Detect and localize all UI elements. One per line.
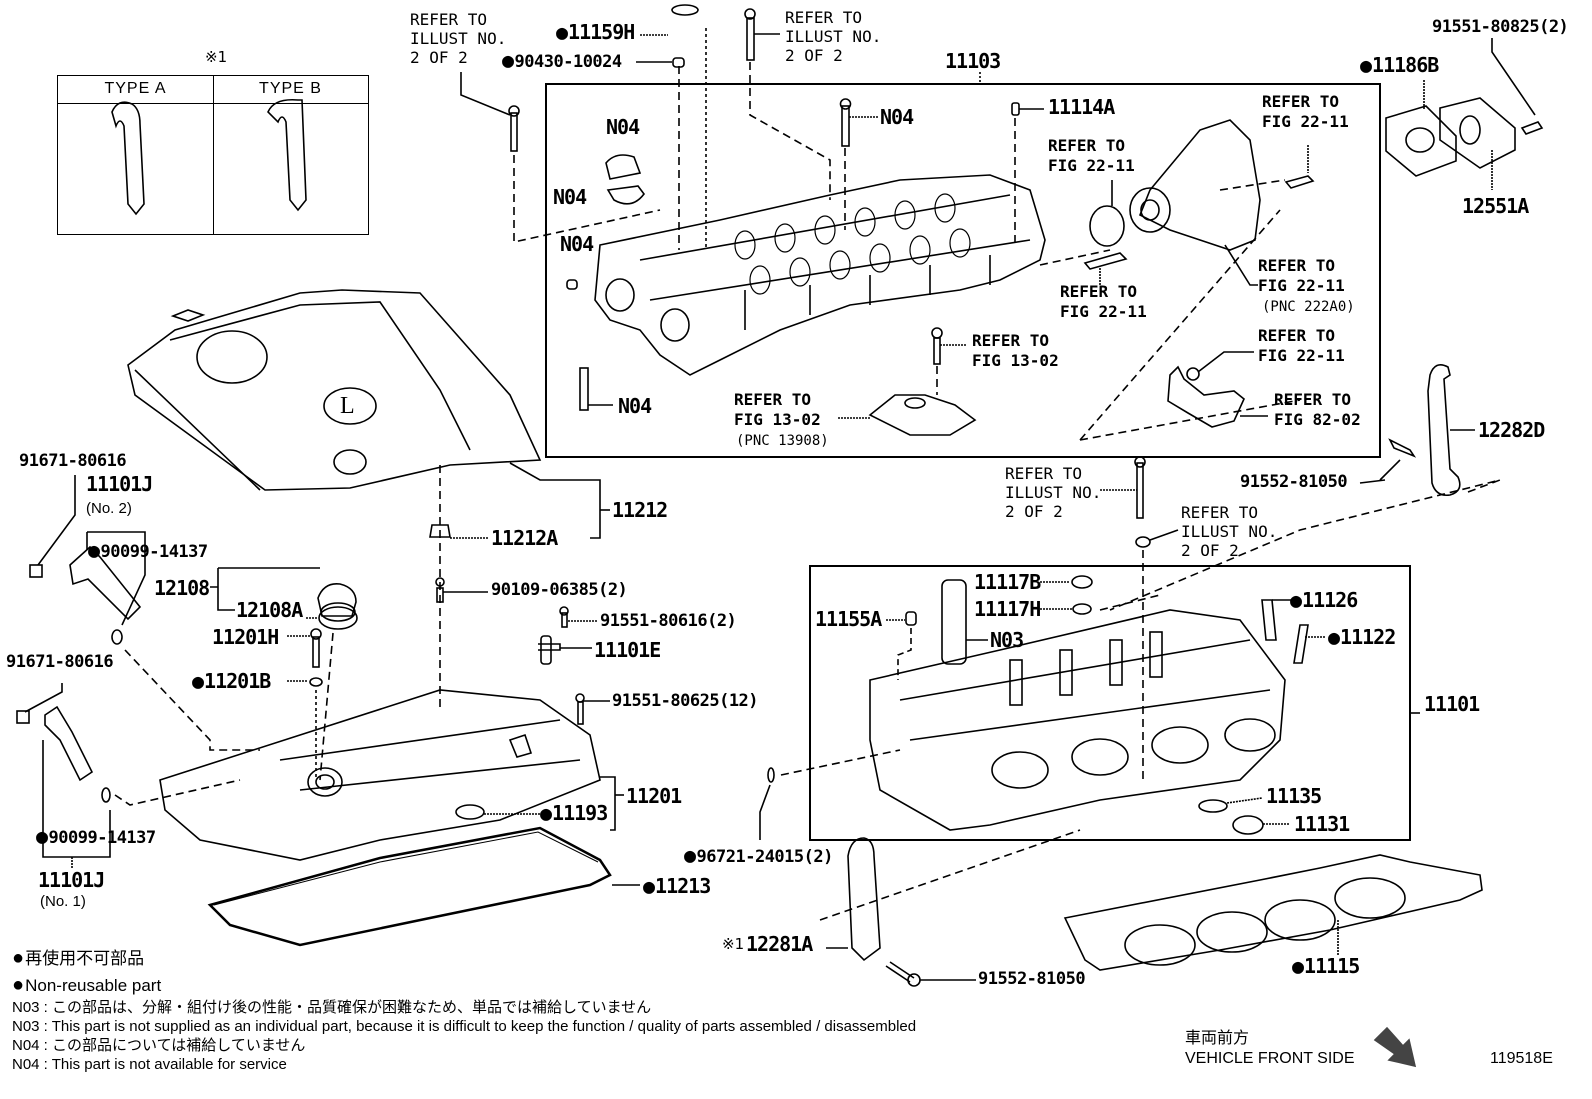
cylinder-head-drawing	[869, 609, 1286, 831]
group-label-11103[interactable]: 11103	[945, 49, 1001, 73]
refer-label: REFER TO FIG 13-02	[734, 390, 821, 429]
legend-nonreusable-jp: 再使用不可部品	[12, 948, 144, 968]
pnc-label: (PNC 222A0)	[1262, 299, 1355, 315]
refer-label: REFER TO FIG 22-11	[1258, 256, 1345, 295]
refer-label: REFER TO FIG 22-11	[1262, 92, 1349, 131]
group-label-11201[interactable]: 11201	[626, 784, 682, 808]
note-n04[interactable]: N04	[560, 232, 594, 256]
camshaft-housing-drawing	[594, 174, 1046, 376]
vacuum-pump-drawing	[1129, 119, 1261, 251]
legend-n04-jp: N04 : この部品については補給していません	[12, 1037, 306, 1054]
front-side-jp: 車両前方	[1185, 1030, 1250, 1047]
front-side-en: VEHICLE FRONT SIDE	[1185, 1050, 1355, 1067]
head-cover-drawing	[159, 689, 601, 861]
part-11155A[interactable]: 11155A	[815, 607, 882, 631]
part-91671-80616[interactable]: 91671-80616	[19, 451, 127, 471]
part-91552-81050[interactable]: 91552-81050	[978, 969, 1086, 989]
refer-label: REFER TO FIG 13-02	[972, 331, 1059, 370]
note-n04[interactable]: N04	[606, 115, 640, 139]
legend-nonreusable-en: Non-reusable part	[12, 975, 161, 995]
refer-label: REFER TO FIG 82-02	[1274, 390, 1361, 429]
part-11186B[interactable]: 11186B	[1360, 55, 1439, 75]
part-11101J-no2[interactable]: 11101J	[86, 472, 153, 496]
legend-n04-en: N04 : This part is not available for ser…	[12, 1056, 287, 1073]
part-91671-80616[interactable]: 91671-80616	[6, 652, 114, 672]
part-12108A[interactable]: 12108A	[236, 598, 303, 622]
part-11101J-no1[interactable]: 11101J	[38, 868, 105, 892]
part-11201B[interactable]: 11201B	[192, 671, 271, 691]
refer-label: REFER TO FIG 22-11	[1258, 326, 1345, 365]
note-n03[interactable]: N03	[990, 628, 1024, 652]
svg-text:L: L	[340, 393, 355, 419]
refer-label: REFER TO ILLUST NO. 2 OF 2	[785, 8, 882, 65]
part-90099-14137[interactable]: 90099-14137	[88, 540, 209, 561]
part-90109-06385[interactable]: 90109-06385(2)	[491, 580, 628, 600]
group-label-11101[interactable]: 11101	[1424, 692, 1480, 716]
part-number-suffix: (No. 2)	[86, 500, 132, 517]
pnc-label: (PNC 13908)	[736, 433, 829, 449]
part-12551A[interactable]: 12551A	[1462, 194, 1529, 218]
part-11213[interactable]: 11213	[643, 876, 711, 896]
front-direction-arrow	[1373, 1026, 1417, 1068]
part-11135[interactable]: 11135	[1266, 784, 1322, 808]
type-ref-mark: ※1	[722, 935, 745, 953]
type-table-mark: ※1	[205, 48, 228, 66]
part-91552-81050[interactable]: 91552-81050	[1240, 472, 1348, 492]
part-12281A[interactable]: 12281A	[746, 932, 813, 956]
part-11212A[interactable]: 11212A	[491, 526, 558, 550]
refer-label: REFER TO ILLUST NO. 2 OF 2	[1005, 464, 1102, 521]
part-96721-24015[interactable]: 96721-24015(2)	[684, 845, 834, 866]
refer-label: REFER TO FIG 22-11	[1060, 282, 1147, 321]
part-11159H[interactable]: 11159H	[556, 22, 635, 42]
part-11201H[interactable]: 11201H	[212, 625, 279, 649]
legend-n03-jp: N03 : この部品は、分解・組付け後の性能・品質確保が困難なため、単品では補給…	[12, 999, 652, 1016]
group-box-11101	[809, 565, 1411, 841]
type-b-header: TYPE B	[259, 80, 322, 97]
part-number-suffix: (No. 1)	[40, 893, 86, 910]
part-90099-14137[interactable]: 90099-14137	[36, 826, 157, 847]
refer-label: REFER TO FIG 22-11	[1048, 136, 1135, 175]
part-11122[interactable]: 11122	[1328, 627, 1396, 647]
note-n04[interactable]: N04	[553, 185, 587, 209]
part-12108[interactable]: 12108	[154, 576, 210, 600]
part-91551-80616[interactable]: 91551-80616(2)	[600, 611, 737, 631]
part-90430-10024[interactable]: 90430-10024	[502, 50, 623, 71]
engine-cover-drawing: L	[127, 289, 542, 491]
part-11101E[interactable]: 11101E	[594, 638, 661, 662]
type-a-header: TYPE A	[104, 80, 167, 97]
type-table-header-rule	[58, 76, 368, 104]
part-11131[interactable]: 11131	[1294, 812, 1350, 836]
part-91551-80825[interactable]: 91551-80825(2)	[1432, 17, 1569, 37]
figure-id: 119518E	[1490, 1050, 1553, 1067]
type-b-column: TYPE B	[213, 76, 368, 234]
note-n04[interactable]: N04	[880, 105, 914, 129]
hook-type-table: TYPE A TYPE B	[57, 75, 369, 235]
part-11117B[interactable]: 11117B	[974, 570, 1041, 594]
part-11117H[interactable]: 11117H	[974, 597, 1041, 621]
part-11193[interactable]: 11193	[540, 803, 608, 823]
group-label-11212[interactable]: 11212	[612, 498, 668, 522]
part-12282D[interactable]: 12282D	[1478, 418, 1545, 442]
refer-label: REFER TO ILLUST NO. 2 OF 2	[410, 10, 507, 67]
legend-n03-en: N03 : This part is not supplied as an in…	[12, 1018, 917, 1035]
part-11114A[interactable]: 11114A	[1048, 95, 1115, 119]
group-box-11103	[545, 83, 1381, 458]
type-a-column: TYPE A	[58, 76, 214, 234]
refer-label: REFER TO ILLUST NO. 2 OF 2	[1181, 503, 1278, 560]
part-11115[interactable]: 11115	[1292, 956, 1360, 976]
note-n04[interactable]: N04	[618, 394, 652, 418]
part-91551-80625[interactable]: 91551-80625(12)	[612, 691, 759, 711]
head-gasket-drawing	[1063, 854, 1483, 971]
part-11126[interactable]: 11126	[1290, 590, 1358, 610]
